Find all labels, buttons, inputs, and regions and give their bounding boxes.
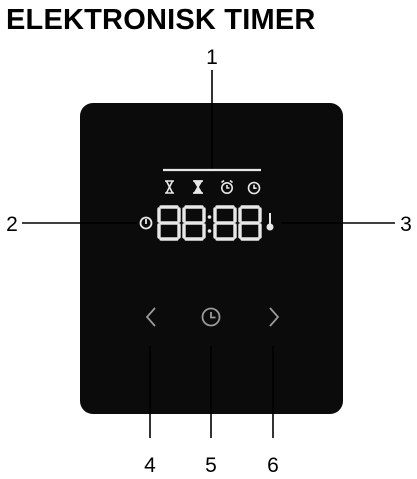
callout-label-5: 5 — [205, 454, 217, 477]
seven-segment-display — [157, 205, 262, 241]
callout-label-2: 2 — [6, 213, 18, 236]
chevron-left-icon — [145, 307, 156, 327]
display-colon-dot — [207, 215, 212, 219]
callout-3: 3 — [281, 213, 412, 236]
display-digit — [157, 205, 181, 241]
display-colon-dot — [207, 229, 212, 233]
callout-2: 2 — [6, 213, 137, 236]
callout-label-4: 4 — [144, 454, 156, 477]
alarm-clock-icon — [221, 179, 234, 195]
status-icons — [165, 179, 261, 195]
hourglass-filled-icon — [193, 180, 203, 194]
thermometer-icon — [266, 213, 274, 231]
callout-1: 1 — [163, 46, 261, 172]
display-digit — [213, 205, 237, 241]
display-digit — [238, 205, 262, 241]
callout-label-1: 1 — [206, 46, 218, 69]
callout-6: 6 — [267, 346, 279, 477]
chevron-right-icon — [269, 307, 280, 327]
callout-label-3: 3 — [400, 213, 412, 236]
callout-label-6: 6 — [267, 454, 279, 477]
power-icon — [139, 216, 153, 230]
clock-button[interactable] — [201, 307, 221, 327]
callout-5: 5 — [205, 346, 217, 477]
chevron-left-button[interactable] — [145, 307, 156, 327]
page-title: ELEKTRONISK TIMER — [6, 4, 316, 36]
clock-icon — [247, 181, 261, 195]
clock-button-icon — [201, 307, 221, 327]
hourglass-outline-icon — [165, 180, 174, 194]
display-digit — [182, 205, 206, 241]
chevron-right-button[interactable] — [269, 307, 280, 327]
callout-4: 4 — [144, 346, 156, 477]
